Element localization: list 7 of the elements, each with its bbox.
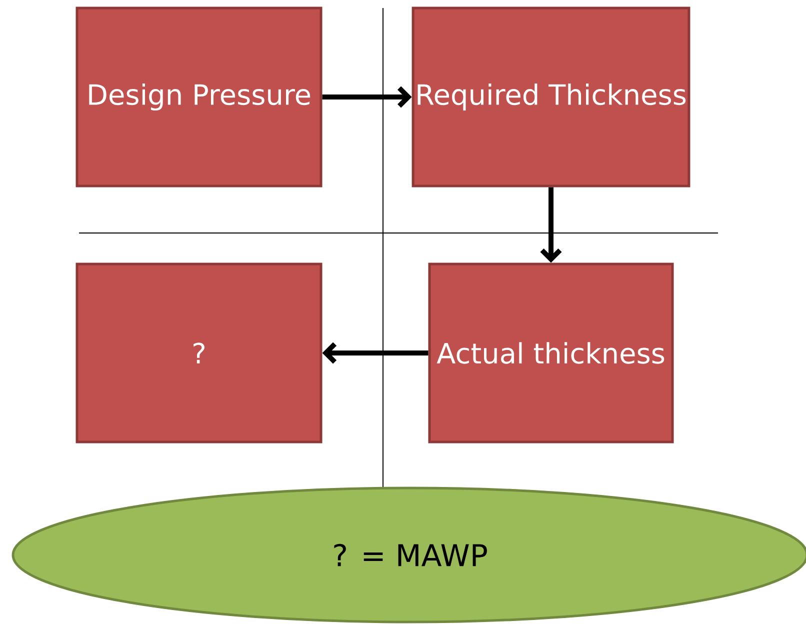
process-box: ? bbox=[76, 262, 322, 444]
arrow bbox=[540, 187, 562, 263]
process-box: Actual thickness bbox=[428, 262, 674, 444]
process-box: Design Pressure bbox=[76, 6, 322, 188]
process-box: Required Thickness bbox=[412, 6, 690, 188]
arrow bbox=[322, 86, 412, 108]
arrow bbox=[322, 342, 428, 364]
